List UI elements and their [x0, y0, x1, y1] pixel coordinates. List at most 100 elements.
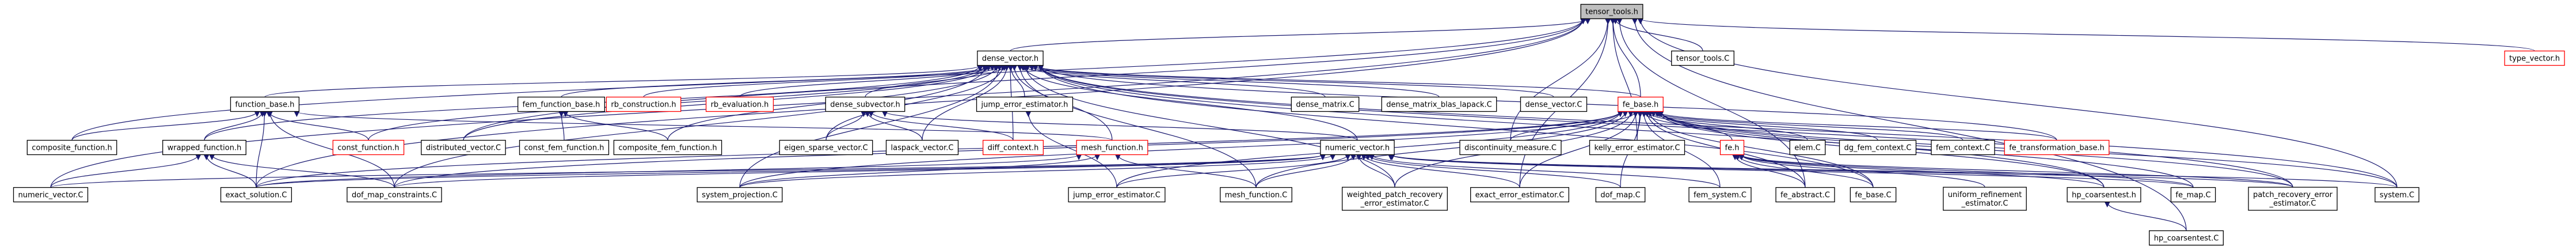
- node-dense-subvector-h[interactable]: dense_subvector.h: [825, 96, 905, 112]
- node-box: [2170, 187, 2216, 203]
- edge-fe-h-to-patch-recovery-error-estimator-C: [1738, 154, 2293, 188]
- node-composite-function-h[interactable]: composite_function.h: [26, 139, 117, 156]
- edge-fem-function-base-h-to-composite-fem-function-h: [562, 111, 668, 141]
- node-patch-recovery-error-estimator-C[interactable]: patch_recovery_error_estimator.C: [2248, 187, 2338, 211]
- node-exact-error-estimator-C[interactable]: exact_error_estimator.C: [1470, 187, 1569, 203]
- node-hp-coarsentest-h[interactable]: hp_coarsentest.h: [2067, 187, 2141, 203]
- node-label: mesh_function.C: [1225, 191, 1288, 200]
- edge-wrapped-function-h-to-numeric-vector-C: [50, 154, 201, 188]
- node-box: [976, 96, 1074, 112]
- node-label: dof_map.C: [1600, 191, 1640, 200]
- edge-numeric-vector-h-to-dof-map-constraints-C: [394, 154, 1326, 188]
- node-composite-fem-function-h[interactable]: composite_fem_function.h: [613, 139, 722, 156]
- node-function-base-h[interactable]: function_base.h: [230, 96, 300, 112]
- node-label: numeric_vector.h: [1325, 144, 1390, 153]
- node-fem-system-C[interactable]: fem_system.C: [1688, 187, 1752, 203]
- node-label: patch_recovery_error: [2253, 191, 2333, 199]
- node-label: dense_vector.h: [982, 55, 1038, 63]
- node-rb-evaluation-h[interactable]: rb_evaluation.h: [705, 96, 774, 112]
- node-label: const_fem_function.h: [524, 144, 604, 153]
- edge-jump-error-estimator-h-to-jump-error-estimator-C: [1025, 111, 1117, 188]
- node-discontinuity-measure-C[interactable]: discontinuity_measure.C: [1459, 139, 1562, 156]
- node-box: [1220, 187, 1292, 203]
- node-box: [1775, 187, 1835, 203]
- node-jump-error-estimator-C[interactable]: jump_error_estimator.C: [1068, 187, 1166, 203]
- node-tensor-tools-h[interactable]: tensor_tools.h: [1580, 3, 1643, 20]
- node-mesh-function-C[interactable]: mesh_function.C: [1220, 187, 1292, 203]
- node-box: [162, 139, 246, 156]
- node-label: composite_fem_function.h: [618, 144, 717, 153]
- node-box: [697, 187, 783, 203]
- node-wrapped-function-h[interactable]: wrapped_function.h: [162, 139, 246, 156]
- node-label: fe.h: [1725, 144, 1740, 153]
- node-fe-h[interactable]: fe.h: [1719, 139, 1745, 156]
- node-weighted-patch-recovery-error-estimator-C[interactable]: weighted_patch_recovery_error_estimator.…: [1342, 187, 1448, 211]
- node-box: [332, 139, 405, 156]
- node-tensor-tools-C[interactable]: tensor_tools.C: [1671, 50, 1734, 66]
- edge-function-base-h-to-composite-function-h: [71, 111, 260, 141]
- node-numeric-vector-h[interactable]: numeric_vector.h: [1320, 139, 1395, 156]
- node-label: laspack_vector.C: [891, 144, 954, 153]
- node-box: [1618, 96, 1664, 112]
- node-box: [1291, 96, 1360, 112]
- node-dg-fem-context-C[interactable]: dg_fem_context.C: [1839, 139, 1917, 156]
- node-type-vector-h[interactable]: type_vector.h: [2504, 50, 2565, 66]
- node-elem-C[interactable]: elem.C: [1789, 139, 1826, 156]
- edge-numeric-vector-h-to-system-C: [1389, 154, 2398, 188]
- node-dense-vector-C[interactable]: dense_vector.C: [1520, 96, 1588, 112]
- edge-dense-vector-h-to-hp-coarsentest-h: [1038, 65, 2105, 188]
- node-jump-error-estimator-h[interactable]: jump_error_estimator.h: [976, 96, 1074, 112]
- nodes: tensor_tools.h dense_vector.h tensor_tools…: [13, 3, 2565, 246]
- node-label: eigen_sparse_vector.C: [784, 144, 867, 153]
- node-dof-map-C[interactable]: dof_map.C: [1595, 187, 1646, 203]
- edge-numeric-vector-h-to-mesh-function-C: [1255, 154, 1356, 188]
- edge-dense-vector-h-to-fe-base-h: [1033, 65, 1641, 98]
- node-kelly-error-estimator-C[interactable]: kelly_error_estimator.C: [1589, 139, 1685, 156]
- node-label: kelly_error_estimator.C: [1595, 144, 1680, 153]
- edge-tensor-tools-h-to-fe-base-h: [1610, 18, 1641, 97]
- node-dense-vector-h[interactable]: dense_vector.h: [977, 50, 1044, 66]
- node-label: wrapped_function.h: [168, 144, 242, 153]
- node-laspack-vector-C[interactable]: laspack_vector.C: [885, 139, 959, 156]
- node-fem-context-C[interactable]: fem_context.C: [1931, 139, 1995, 156]
- node-const-fem-function-h[interactable]: const_fem_function.h: [519, 139, 610, 156]
- node-fe-abstract-C[interactable]: fe_abstract.C: [1775, 187, 1835, 203]
- node-distributed-vector-C[interactable]: distributed_vector.C: [421, 139, 506, 156]
- node-dense-matrix-C[interactable]: dense_matrix.C: [1291, 96, 1360, 112]
- edge-tensor-tools-h-to-fe-abstract-C: [1616, 18, 1806, 188]
- node-fem-function-base-h[interactable]: fem_function_base.h: [517, 96, 606, 112]
- node-const-function-h[interactable]: const_function.h: [332, 139, 405, 156]
- edge-tensor-tools-h-to-system-C: [1638, 18, 2398, 188]
- node-eigen-sparse-vector-C[interactable]: eigen_sparse_vector.C: [779, 139, 873, 156]
- edge-dense-vector-h-to-dense-vector-C: [1029, 65, 1554, 98]
- node-exact-solution-C[interactable]: exact_solution.C: [220, 187, 292, 203]
- edge-dense-vector-h-to-dense-matrix-C: [1020, 65, 1326, 98]
- node-box: [2004, 139, 2110, 156]
- node-system-C[interactable]: system.C: [2375, 187, 2419, 203]
- node-system-projection-C[interactable]: system_projection.C: [697, 187, 783, 203]
- node-fe-base-C[interactable]: fe_base.C: [1850, 187, 1897, 203]
- node-fe-map-C[interactable]: fe_map.C: [2170, 187, 2216, 203]
- edge-dense-vector-h-to-rb-construction-h: [643, 65, 999, 98]
- node-box: [1789, 139, 1826, 156]
- node-fe-base-h[interactable]: fe_base.h: [1618, 96, 1664, 112]
- node-dof-map-constraints-C[interactable]: dof_map_constraints.C: [347, 187, 442, 203]
- node-rb-construction-h[interactable]: rb_construction.h: [606, 96, 682, 112]
- node-uniform-refinement-estimator-C[interactable]: uniform_refinement_estimator.C: [1943, 187, 2027, 211]
- node-dense-matrix-blas-lapack-C[interactable]: dense_matrix_blas_lapack.C: [1381, 96, 1497, 112]
- node-mesh-function-h[interactable]: mesh_function.h: [1076, 139, 1148, 156]
- node-diff-context-h[interactable]: diff_context.h: [982, 139, 1044, 156]
- edge-tensor-tools-h-to-type-vector-h: [1638, 18, 2535, 52]
- edge-fe-h-to-fe-map-C: [1738, 154, 2194, 188]
- node-numeric-vector-C[interactable]: numeric_vector.C: [13, 187, 89, 203]
- node-box: [2067, 187, 2141, 203]
- node-label: dense_matrix_blas_lapack.C: [1386, 101, 1491, 109]
- node-label: dof_map_constraints.C: [352, 191, 437, 200]
- edge-dense-vector-h-to-system-C: [1038, 65, 2398, 188]
- node-fe-transformation-base-h[interactable]: fe_transformation_base.h: [2004, 139, 2110, 156]
- node-hp-coarsentest-C[interactable]: hp_coarsentest.C: [2149, 230, 2224, 246]
- node-box: [1068, 187, 1166, 203]
- node-box: [1595, 187, 1646, 203]
- node-label: system_projection.C: [702, 191, 778, 200]
- node-box: [347, 187, 442, 203]
